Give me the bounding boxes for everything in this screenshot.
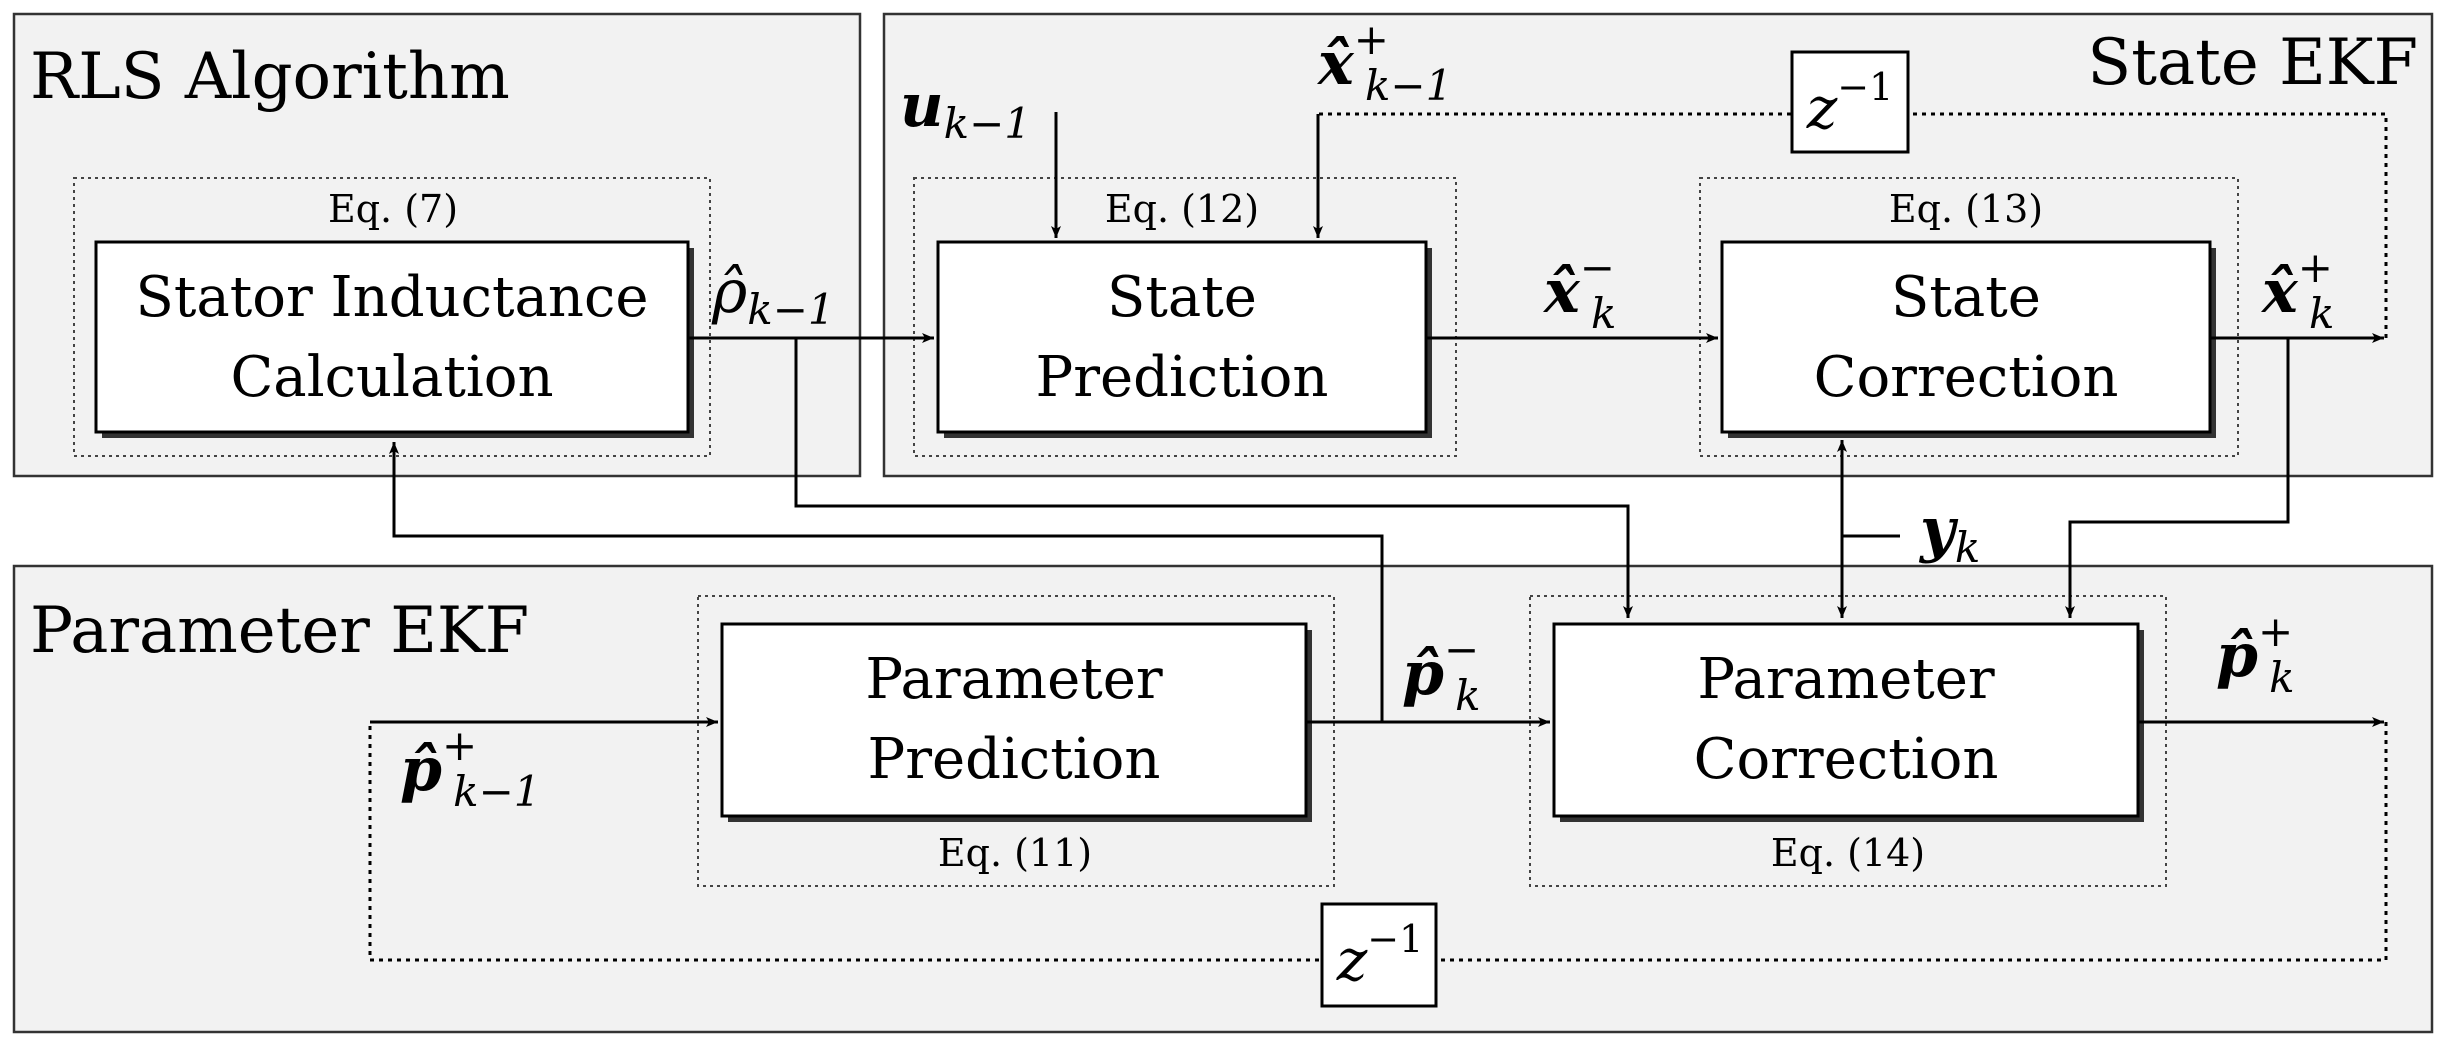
p-minus-to-stator-wire [389,442,1384,722]
p-minus-base: p̂ [1402,639,1444,709]
eq11-frame [697,595,1335,887]
y-base: y [1918,495,1959,565]
state-ekf-title: State EKF [2087,26,2418,100]
parameter-delay-base: z [1336,926,1368,994]
parameter-delay-exp: −1 [1367,917,1423,961]
x-prev-sub: k−1 [1365,61,1452,110]
state-prediction-block [936,240,1428,434]
state-delay-loop-wire [1318,112,2388,338]
x-minus-sup: − [1580,243,1615,292]
x-minus-signal-label: x̂−k [1542,243,1616,338]
eq14-frame [1529,595,2167,887]
x-plus-base: x̂ [2260,257,2299,327]
x-plus-sub: k [2309,289,2334,338]
parameter-prediction-line2: Prediction [868,727,1161,792]
parameter-delay-box [1320,902,1438,1008]
u-signal-label: uk−1 [900,71,1031,148]
p-prev-base: p̂ [400,735,442,805]
eq14-label: Eq. (14) [1771,831,1925,875]
eq13-frame [1699,177,2239,457]
p-plus-base: p̂ [2216,621,2258,691]
state-correction-line2: Correction [1814,345,2119,410]
p-plus-signal-label: p̂+k [2216,607,2295,702]
eq13-label: Eq. (13) [1889,187,2043,231]
p-minus-sub: k [1455,671,1480,720]
rho-sub: k−1 [747,285,834,334]
parameter-prediction-block [720,622,1308,818]
u-signal-sub: k−1 [944,99,1031,148]
state-correction-line1: State [1891,265,2041,330]
x-plus-to-parameter-correction-wire [2065,338,2290,618]
eq12-label: Eq. (12) [1105,187,1259,231]
parameter-prediction-line1: Parameter [865,647,1163,712]
p-plus-sub: k [2269,653,2294,702]
eq7-label: Eq. (7) [328,187,458,231]
rho-signal-label: ρ̂k−1 [711,257,835,334]
state-delay-exp: −1 [1837,65,1893,109]
parameter-correction-line1: Parameter [1697,647,1995,712]
x-prev-sup: + [1354,15,1389,64]
eq7-frame [73,177,711,457]
x-minus-sub: k [1591,289,1616,338]
state-prediction-line2: Prediction [1036,345,1329,410]
x-plus-sup: + [2298,243,2333,292]
p-minus-sup: − [1444,625,1479,674]
stator-block-line2: Calculation [230,345,553,410]
u-signal-base: u [900,71,944,141]
p-prev-signal-label: p̂+k−1 [400,721,541,816]
state-prediction-line1: State [1107,265,1257,330]
x-minus-base: x̂ [1542,257,1581,327]
eq12-frame [913,177,1457,457]
parameter-ekf-title: Parameter EKF [30,594,529,668]
p-prev-sup: + [442,721,477,770]
rho-to-parameter-correction-wire [794,338,1633,618]
parameter-delay-label: z−1 [1336,917,1424,994]
p-prev-sub: k−1 [453,767,540,816]
state-correction-block [1720,240,2212,434]
state-delay-label: z−1 [1806,65,1894,142]
eq11-label: Eq. (11) [938,831,1092,875]
state-delay-base: z [1806,74,1838,142]
stator-block-line1: Stator Inductance [136,265,649,330]
parameter-correction-line2: Correction [1694,727,1999,792]
rho-base: ρ̂ [711,257,747,327]
y-signal-label: yk [1918,495,1980,572]
x-prev-base: x̂ [1316,29,1355,99]
p-minus-signal-label: p̂−k [1402,625,1481,720]
state-delay-box [1790,50,1910,154]
x-plus-signal-label: x̂+k [2260,243,2334,338]
p-plus-sup: + [2258,607,2293,656]
x-prev-signal-label: x̂+k−1 [1316,15,1452,110]
rls-algorithm-title: RLS Algorithm [30,40,510,114]
y-sub: k [1955,523,1980,572]
parameter-correction-block [1552,622,2140,818]
